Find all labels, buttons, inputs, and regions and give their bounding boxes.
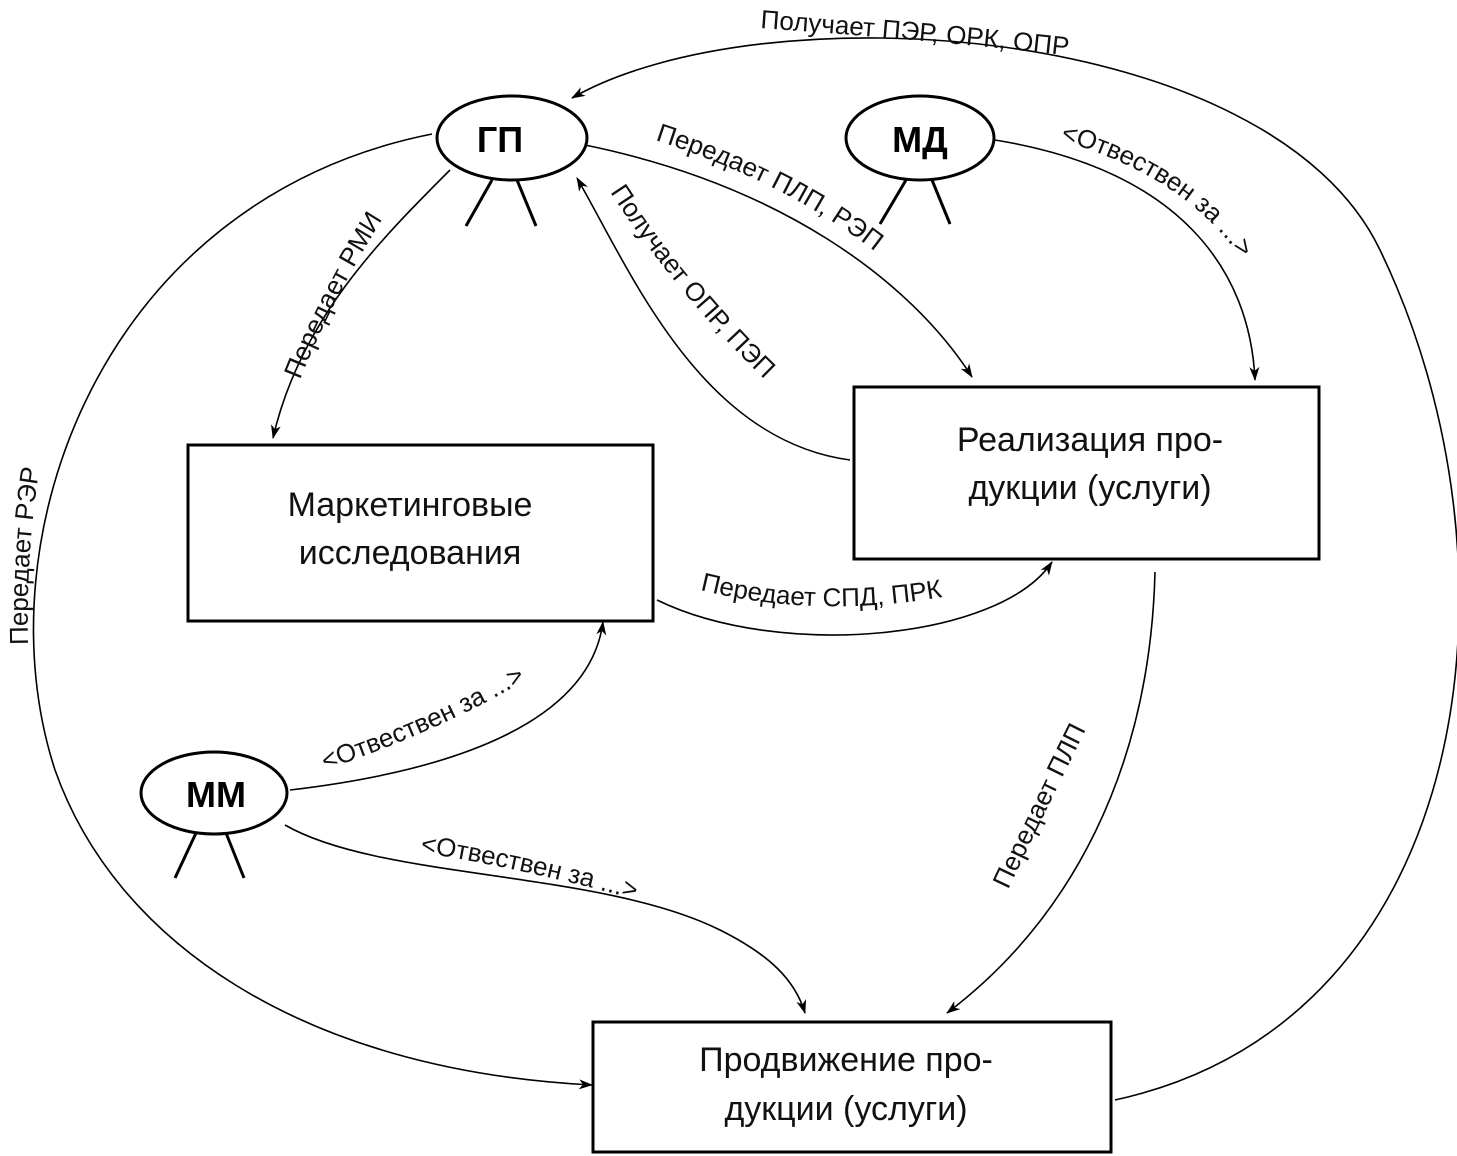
actor-gp-label: ГП: [477, 119, 523, 160]
marketing-research-box: Маркетинговые исследования: [186, 443, 655, 623]
marketing-research-line-2: исследования: [299, 534, 522, 572]
flow-gp-receives-reports: [571, 37, 1457, 1101]
flow-gp-receives-opr-pep: [576, 177, 851, 461]
product-sales-box: Реализация про- дукции (услуги): [852, 385, 1321, 561]
flow-marketing-sends-spd-prk: [656, 561, 1053, 636]
product-promotion-box: Продвижение про- дукции (услуги): [591, 1020, 1113, 1154]
flow-gp-sends-plp-rep: [584, 144, 973, 378]
product-promotion-line-2: дукции (услуги): [724, 1090, 967, 1128]
actor-mm: ММ: [139, 750, 289, 879]
actor-mm-label: ММ: [186, 774, 246, 815]
label-md-responsible: <Отвествен за ...>: [1058, 117, 1260, 262]
label-sales-sends-plp: Передает ПЛП: [986, 718, 1091, 892]
flow-sales-sends-plp: [946, 571, 1156, 1014]
flow-gp-sends-rer: [32, 133, 593, 1090]
product-sales-line-1: Реализация про-: [957, 421, 1223, 459]
label-marketing-sends-spd-prk: Передает СПД, ПРК: [699, 567, 944, 613]
flow-mm-responsible-marketing: [289, 621, 607, 791]
marketing-research-line-1: Маркетинговые: [288, 486, 533, 524]
label-gp-receives-reports: Получает ПЭР, ОРК, ОПР: [760, 4, 1071, 61]
flow-mm-responsible-promotion: [284, 824, 807, 1014]
label-gp-receives-opr-pep: Получает ОПР, ПЭП: [605, 179, 781, 384]
flow-gp-sends-rmi: [271, 169, 451, 439]
product-promotion-line-1: Продвижение про-: [699, 1041, 993, 1079]
actor-md-label: МД: [892, 119, 948, 160]
actor-md: МД: [844, 94, 996, 225]
product-sales-line-2: дукции (услуги): [968, 469, 1211, 507]
label-mm-responsible-marketing: <Отвествен за ...>: [317, 659, 529, 775]
flow-md-responsible: [994, 139, 1260, 381]
label-gp-sends-rmi: Передает РМИ: [278, 206, 388, 382]
label-mm-responsible-promotion: <Отвествен за ...>: [419, 828, 641, 905]
actor-gp: ГП: [435, 94, 589, 227]
